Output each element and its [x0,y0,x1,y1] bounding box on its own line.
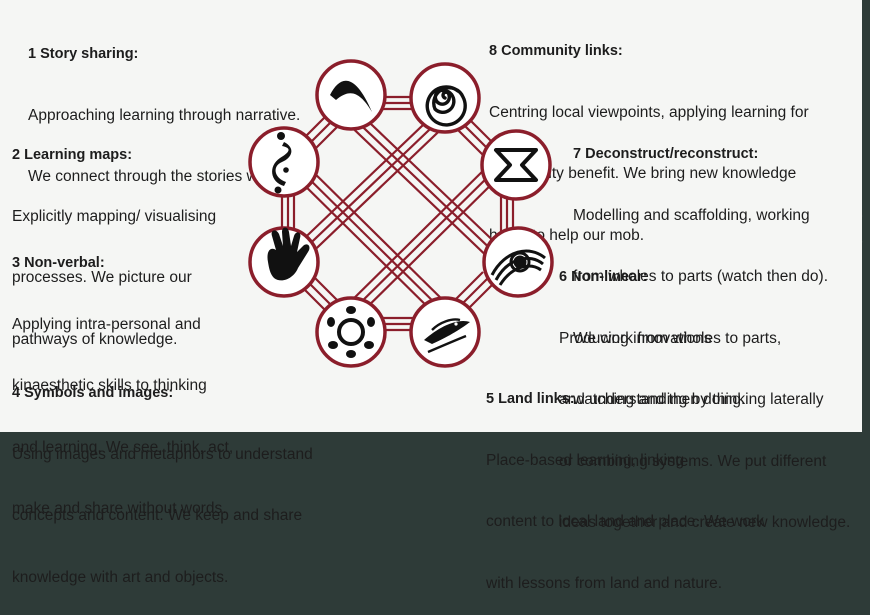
item-6-line-4: ideas together and create new knowledge. [559,514,851,531]
item-3-title: 3 Non-verbal: [12,255,105,271]
connector-lines [280,95,515,332]
item-7-line-2: from wholes to parts (watch then do). [573,268,829,285]
hand-icon [267,227,310,281]
item-8-title: 8 Community links: [489,43,623,59]
item-2-line-3: pathways of knowledge. [12,330,178,348]
item-4-title: 4 Symbols and images: [12,385,174,401]
land-fish-icon [424,318,470,354]
item-7-line-1: Modelling and scaffolding, working [573,206,810,224]
item-2-title: 2 Learning maps: [12,147,133,163]
item-7-title: 7 Deconstruct/reconstruct: [573,146,759,162]
boomerang-icon [330,80,372,112]
item-5-title: 5 Land links: [486,391,575,407]
path-line-icon [272,132,292,194]
diagonal-cross-lines [289,103,506,325]
gathering-circle-icon [327,306,375,358]
edge-glyph: ( [853,210,863,243]
spiral-icon [425,85,467,127]
pedagogy-network-diagram [248,59,554,368]
item-1-title: 1 Story sharing: [28,46,139,62]
item-4-line-2: concepts and content. We keep and share [12,507,303,524]
item-7-deconstruct-reconstruct: 7 Deconstruct/reconstruct: Modelling and… [573,103,828,431]
node-story-sharing [315,59,387,131]
bowtie-icon [494,148,538,182]
item-2-learning-maps: 2 Learning maps: Explicitly mapping/ vis… [12,104,216,371]
item-6-title: 6 Non-linear: [559,269,648,285]
item-5-line-3: with lessons from land and nature. [486,574,723,592]
item-6-line-1: Producing innovations [559,329,712,347]
layered-arcs-icon [490,249,546,286]
outer-ring [280,95,515,332]
node-learning-maps [248,126,320,198]
item-1-line-1: Approaching learning through narrative. [28,106,301,124]
node-symbols-and-images [315,296,387,368]
item-8-community-links: 8 Community links: Centring local viewpo… [489,0,809,267]
item-4-line-1: Using images and metaphors to understand [12,445,313,463]
item-2-line-1: Explicitly mapping/ visualising [12,207,217,225]
item-7-line-4: watching and then doing. [573,391,746,408]
node-deconstruct-reconstruct [480,129,552,201]
item-6-line-2: and understanding by thinking laterally [559,391,824,408]
dark-edge [862,0,870,432]
item-3-line-2: kinaesthetic skills to thinking [12,377,207,394]
item-4-line-3: knowledge with art and objects. [12,568,229,586]
item-3-line-1: Applying intra-personal and [12,315,201,333]
item-8-line-1: Centring local viewpoints, applying lear… [489,103,809,121]
item-2-line-2: processes. We picture our [12,269,192,286]
item-7-line-3: We work from wholes to parts, [573,329,782,347]
item-6-line-3: or combining systems. We put different [559,452,827,470]
